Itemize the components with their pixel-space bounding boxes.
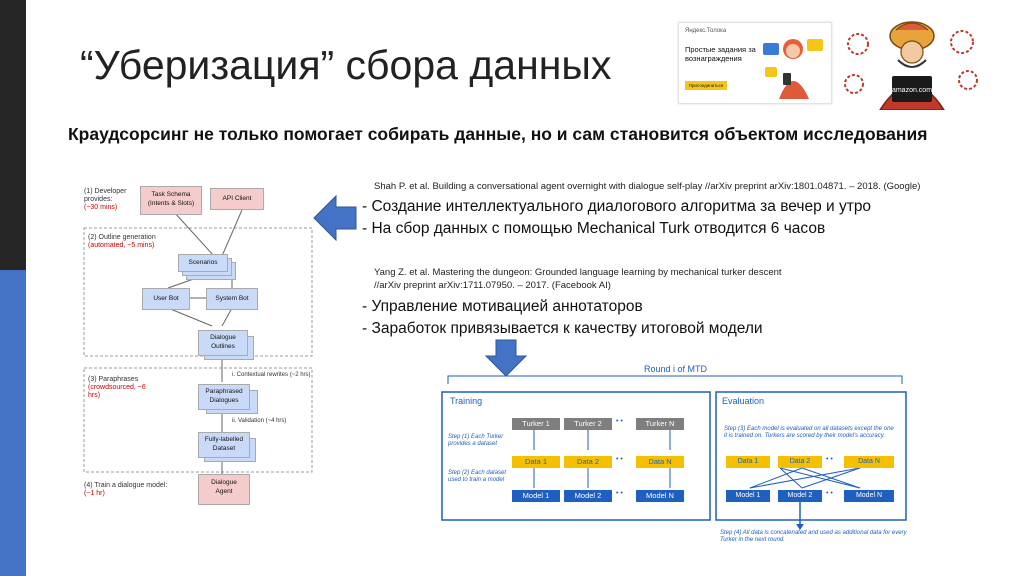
toloka-logo: Яндекс.Толока — [685, 28, 727, 34]
paraphrased-line1: Paraphrased — [205, 388, 243, 395]
step2-time: (automated, ~5 mins) — [88, 242, 155, 249]
model-2-box: Model 2 — [564, 490, 612, 502]
toloka-headline: Простые задания за вознаграждения — [685, 45, 756, 63]
eval-data-dots: • • — [826, 456, 833, 463]
scenarios-box: Scenarios — [178, 254, 228, 272]
down-arrow-icon — [484, 339, 528, 377]
overnight-flow-diagram: (1) Developer provides: (~30 mins) (2) O… — [82, 176, 314, 512]
bullet-2: - На сбор данных с помощью Mechanical Tu… — [362, 220, 826, 237]
evaluation-heading: Evaluation — [722, 396, 765, 406]
dialogue-outlines-box: Dialogue Outlines — [198, 330, 248, 356]
bullet-3: - Управление мотивацией аннотаторов — [362, 298, 643, 315]
task-schema-label: Task Schema — [151, 191, 191, 198]
contextual-rewrites-note: i. Contextual rewrites (~2 hrs) — [232, 372, 311, 378]
reference-yang-line2: //arXiv preprint arXiv:1711.07950. – 201… — [374, 280, 611, 291]
step2-label: (2) Outline generation (automated, ~5 mi… — [88, 234, 188, 250]
reference-shah: Shah P. et al. Building a conversational… — [374, 181, 921, 192]
eval-model-1-box: Model 1 — [726, 490, 770, 502]
reference-yang-line1: Yang Z. et al. Mastering the dungeon: Gr… — [374, 267, 782, 278]
step4-label: (4) Train a dialogue model: (~1 hr) — [84, 482, 174, 498]
turker-2-box: Turker 2 — [564, 418, 612, 430]
step1-time: (~30 mins) — [84, 204, 118, 211]
data-dots: • • — [616, 456, 623, 463]
left-arrow-icon — [313, 194, 357, 242]
eval-model-2-box: Model 2 — [778, 490, 822, 502]
api-client-box: API Client — [210, 188, 264, 210]
step4-time: (~1 hr) — [84, 490, 105, 497]
step3-text: (3) Paraphrases — [88, 376, 139, 383]
eval-model-dots: • • — [826, 490, 833, 497]
step3-time: (crowdsourced, ~6 hrs) — [88, 384, 146, 399]
turker-n-box: Turker N — [636, 418, 684, 430]
task-schema-box: Task Schema (Intents & Slots) — [140, 186, 202, 215]
model-n-box: Model N — [636, 490, 684, 502]
dialogue-agent-line2: Agent — [215, 488, 233, 495]
step1-text: (1) Developer provides: — [84, 188, 127, 203]
step3-label: (3) Paraphrases (crowdsourced, ~6 hrs) — [88, 376, 148, 400]
fully-labelled-line1: Fully-labelled — [204, 436, 244, 443]
fully-labelled-dataset-box: Fully-labelled Dataset — [198, 432, 250, 458]
mechanical-turk-illustration: amazon.com — [844, 21, 978, 110]
paraphrased-line2: Dialogues — [209, 397, 239, 404]
data-1-box: Data 1 — [512, 456, 560, 468]
sidebar-blue-accent — [0, 270, 26, 576]
dialogue-agent-box: Dialogue Agent — [198, 474, 250, 505]
sidebar-dark-accent — [0, 0, 26, 270]
step4-text: (4) Train a dialogue model: — [84, 482, 168, 489]
dialogue-outlines-line1: Dialogue — [210, 334, 236, 341]
training-heading: Training — [450, 396, 483, 406]
slide-title: “Уберизация” сбора данных — [80, 42, 612, 88]
eval-data-2-box: Data 2 — [778, 456, 822, 468]
paraphrased-dialogues-box: Paraphrased Dialogues — [198, 384, 250, 410]
turker-dots: • • — [616, 418, 623, 425]
eval-model-n-box: Model N — [844, 490, 894, 502]
data-n-box: Data N — [636, 456, 684, 468]
data-2-box: Data 2 — [564, 456, 612, 468]
turker-1-box: Turker 1 — [512, 418, 560, 430]
step1-label: (1) Developer provides: (~30 mins) — [84, 188, 138, 212]
eval-data-1-box: Data 1 — [726, 456, 770, 468]
step4-text: Step (4) All data is concatenated and us… — [720, 530, 907, 543]
bullet-1: - Создание интеллектуального диалогового… — [362, 198, 872, 215]
user-bot-box: User Bot — [142, 288, 190, 310]
task-schema-sub: (Intents & Slots) — [147, 200, 195, 207]
amazon-label: amazon.com — [892, 87, 932, 94]
step1-text: Step (1) Each Turker provides a dataset — [448, 434, 504, 447]
mtd-round-title: Round i of MTD — [644, 364, 708, 374]
dialogue-outlines-line2: Outlines — [211, 343, 235, 350]
toloka-woman-illustration — [763, 39, 823, 99]
mtd-round-diagram: Round i of MTD Training Evaluation Turke… — [440, 362, 910, 558]
step2-text: (2) Outline generation — [88, 234, 156, 241]
fully-labelled-line2: Dataset — [212, 445, 236, 452]
mtd-lines — [441, 375, 907, 530]
toloka-join-button: Присоединиться — [685, 81, 727, 90]
step2-text: Step (2) Each dataset used to train a mo… — [448, 470, 507, 483]
step3-text: Step (3) Each model is evaluated on all … — [724, 426, 894, 439]
eval-data-n-box: Data N — [844, 456, 894, 468]
dialogue-agent-line1: Dialogue — [211, 479, 237, 486]
system-bot-box: System Bot — [206, 288, 258, 310]
slide-subtitle: Краудсорсинг не только помогает собирать… — [68, 124, 928, 144]
model-1-box: Model 1 — [512, 490, 560, 502]
toloka-ad-image: Яндекс.Толока Простые задания за вознагр… — [678, 22, 832, 104]
model-dots: • • — [616, 490, 623, 497]
bullet-4: - Заработок привязывается к качеству ито… — [362, 320, 763, 337]
validation-note: ii. Validation (~4 hrs) — [232, 418, 287, 424]
